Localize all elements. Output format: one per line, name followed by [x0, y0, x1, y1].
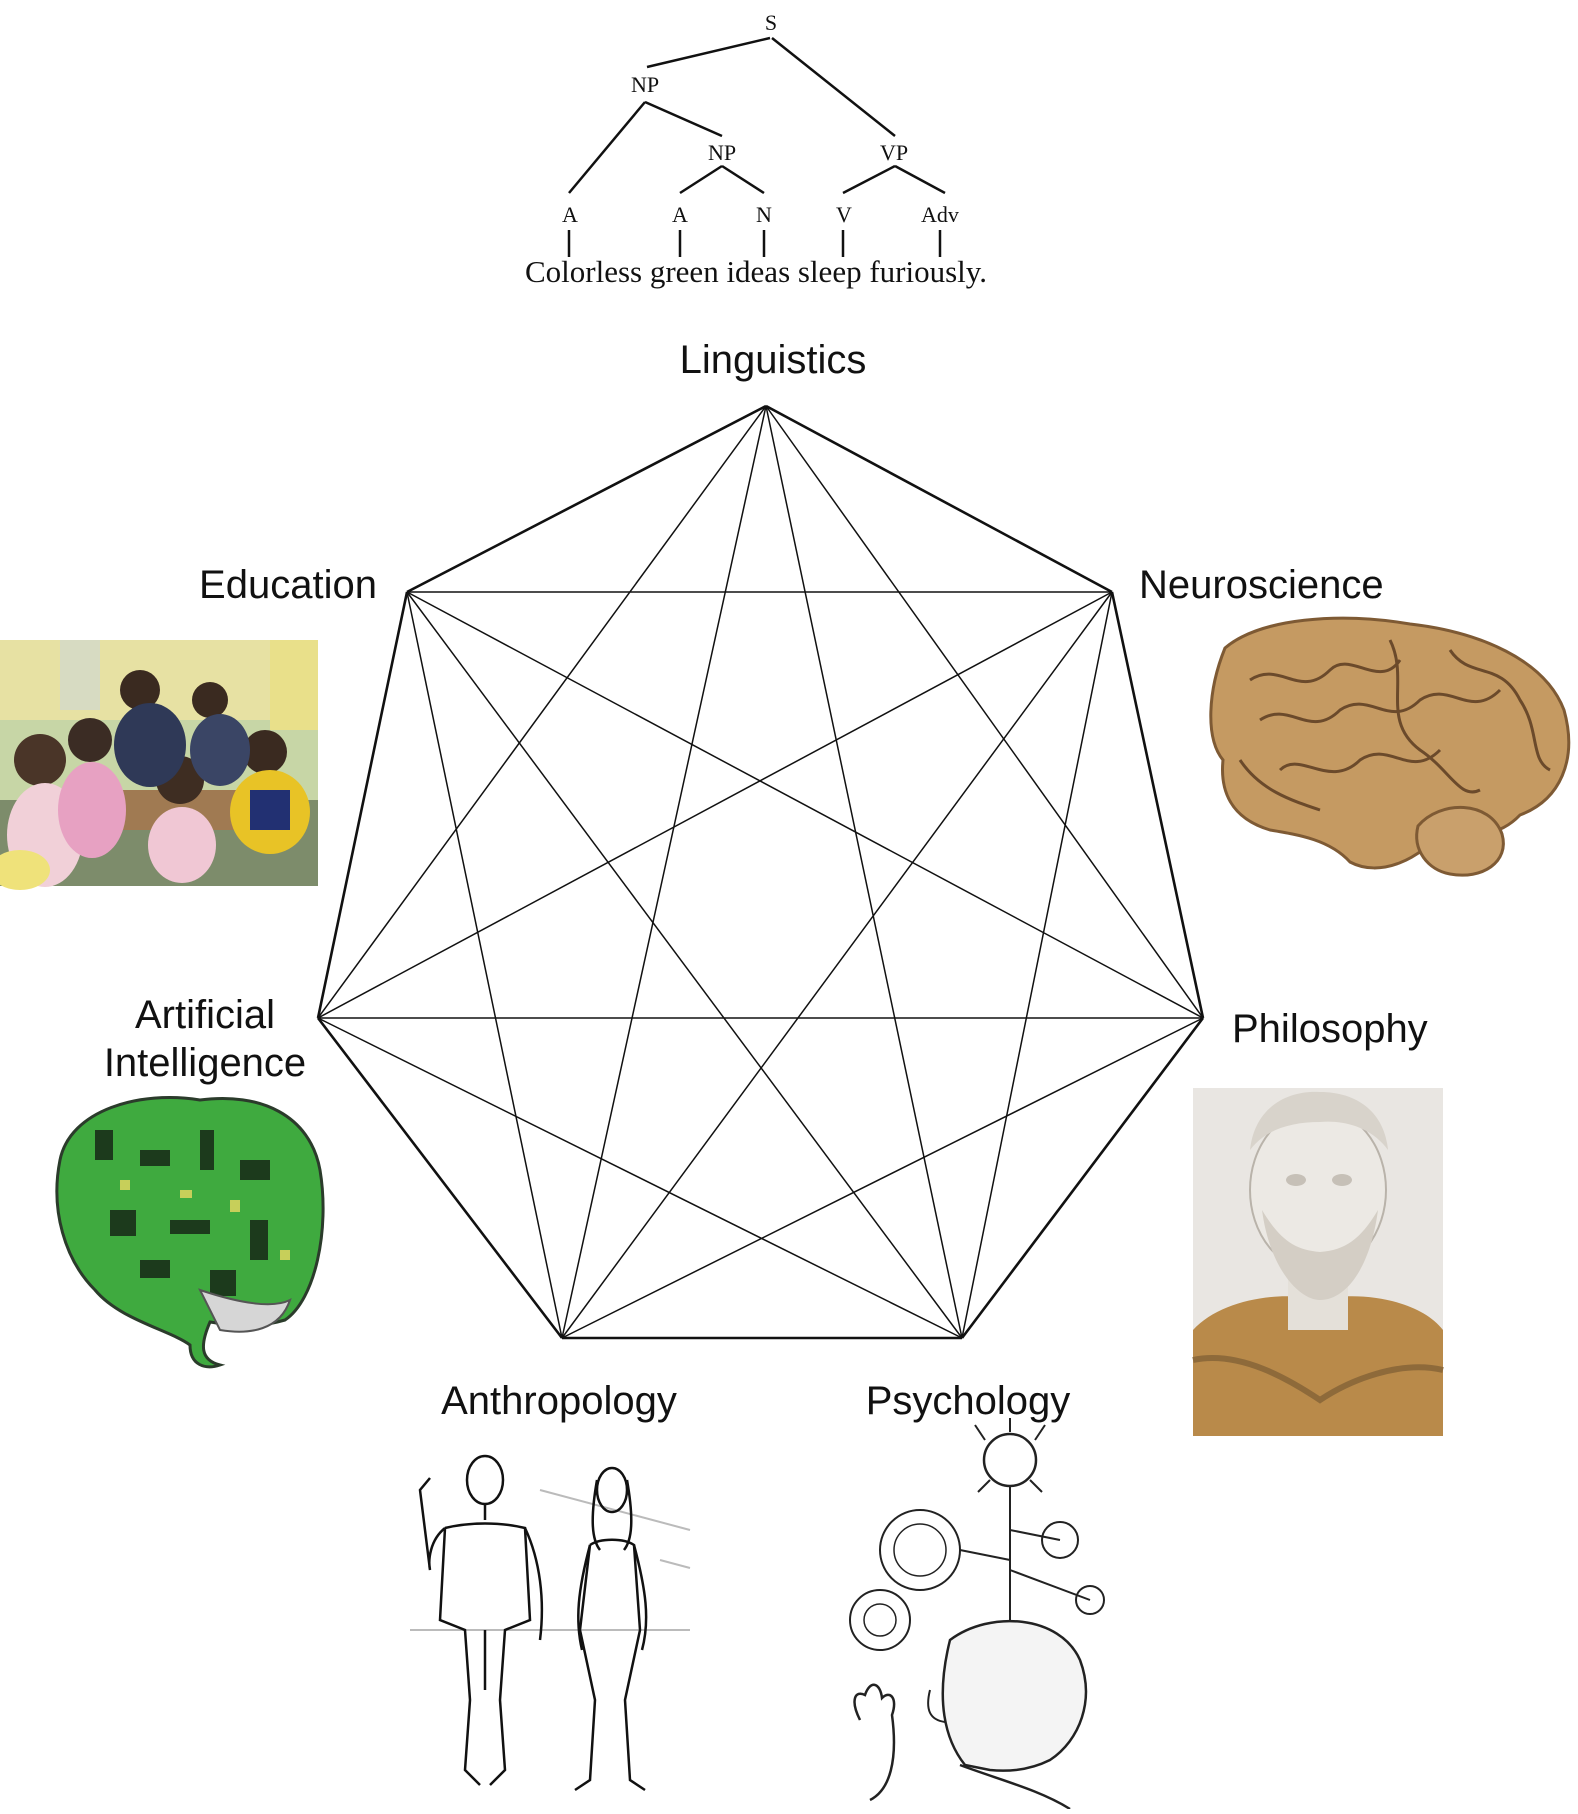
syntax-tree-labels: S NP NP VP A A N V Adv Colorless green i… [525, 10, 987, 289]
tree-edge [894, 164, 946, 195]
label-linguistics: Linguistics [680, 338, 867, 382]
human-figures-drawing [410, 1454, 691, 1792]
heptagon-side [316, 591, 409, 1019]
aristotle-bust-photo [1192, 1088, 1444, 1436]
label-education: Education [199, 563, 377, 607]
tree-node-s: S [765, 10, 777, 35]
label-psychology: Psychology [866, 1379, 1071, 1423]
heptagon-diagonal [406, 591, 1204, 1019]
field-labels: Linguistics Neuroscience Philosophy Psyc… [104, 338, 1428, 1423]
heptagon-diagonal [561, 405, 767, 1339]
mind-engraving [849, 1418, 1105, 1811]
heptagon-diagonal [561, 1017, 1204, 1339]
heptagon-diagonal [961, 591, 1113, 1339]
children-classroom-photo [0, 640, 318, 890]
tree-node-adv: Adv [921, 202, 959, 227]
heptagon-graph [316, 404, 1205, 1340]
label-neuroscience: Neuroscience [1139, 563, 1384, 607]
heptagon-diagonal [406, 591, 563, 1339]
syntax-tree [567, 36, 946, 257]
tree-node-a2: A [672, 202, 688, 227]
tree-sentence: Colorless green ideas sleep furiously. [525, 254, 987, 289]
tree-edge [644, 100, 723, 138]
heptagon-side [765, 404, 1113, 594]
label-philosophy: Philosophy [1232, 1007, 1428, 1051]
label-ai-line1: Artificial [135, 993, 275, 1037]
tree-edge [842, 164, 896, 195]
tree-edge [646, 36, 771, 69]
tree-node-a1: A [562, 202, 578, 227]
tree-edge [771, 37, 896, 137]
tree-edge [721, 164, 765, 195]
circuit-brain-image [55, 1096, 325, 1369]
heptagon-diagonal [765, 405, 1204, 1019]
label-ai-line2: Intelligence [104, 1041, 306, 1085]
tree-node-vp: VP [880, 140, 908, 165]
heptagon-diagonal [561, 591, 1113, 1339]
tree-node-v: V [836, 202, 852, 227]
heptagon-side [960, 1017, 1205, 1339]
heptagon-diagonal [765, 405, 963, 1339]
heptagon-diagonal [406, 591, 963, 1339]
tree-edge [568, 101, 646, 194]
tree-node-n: N [756, 202, 772, 227]
heptagon-side [1110, 591, 1205, 1019]
tree-edge [679, 164, 723, 195]
heptagon-diagonal [317, 405, 767, 1019]
tree-node-np: NP [631, 72, 659, 97]
label-anthropology: Anthropology [441, 1379, 677, 1423]
heptagon-side [406, 404, 767, 594]
heptagon-diagonal [317, 591, 1113, 1019]
tree-node-np2: NP [708, 140, 736, 165]
heptagon-diagonal [317, 1017, 963, 1339]
heptagon-side [316, 1017, 564, 1339]
human-brain-photo [1209, 616, 1571, 877]
